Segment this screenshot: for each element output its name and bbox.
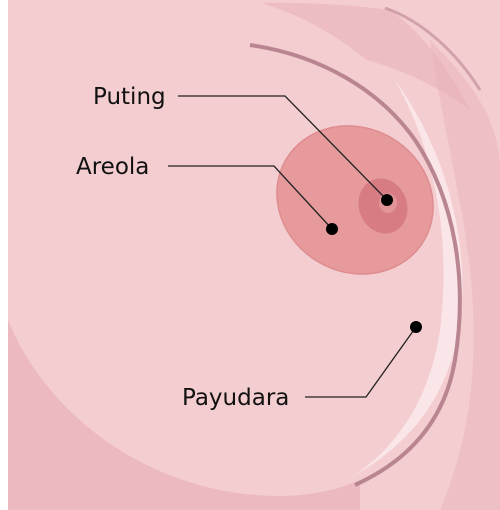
areola-marker-dot xyxy=(326,223,338,235)
nipple-marker-dot xyxy=(381,194,393,206)
breast-label: Payudara xyxy=(182,385,289,411)
breast-marker-dot xyxy=(410,321,422,333)
areola-label: Areola xyxy=(76,154,149,180)
nipple-label: Puting xyxy=(93,84,166,110)
